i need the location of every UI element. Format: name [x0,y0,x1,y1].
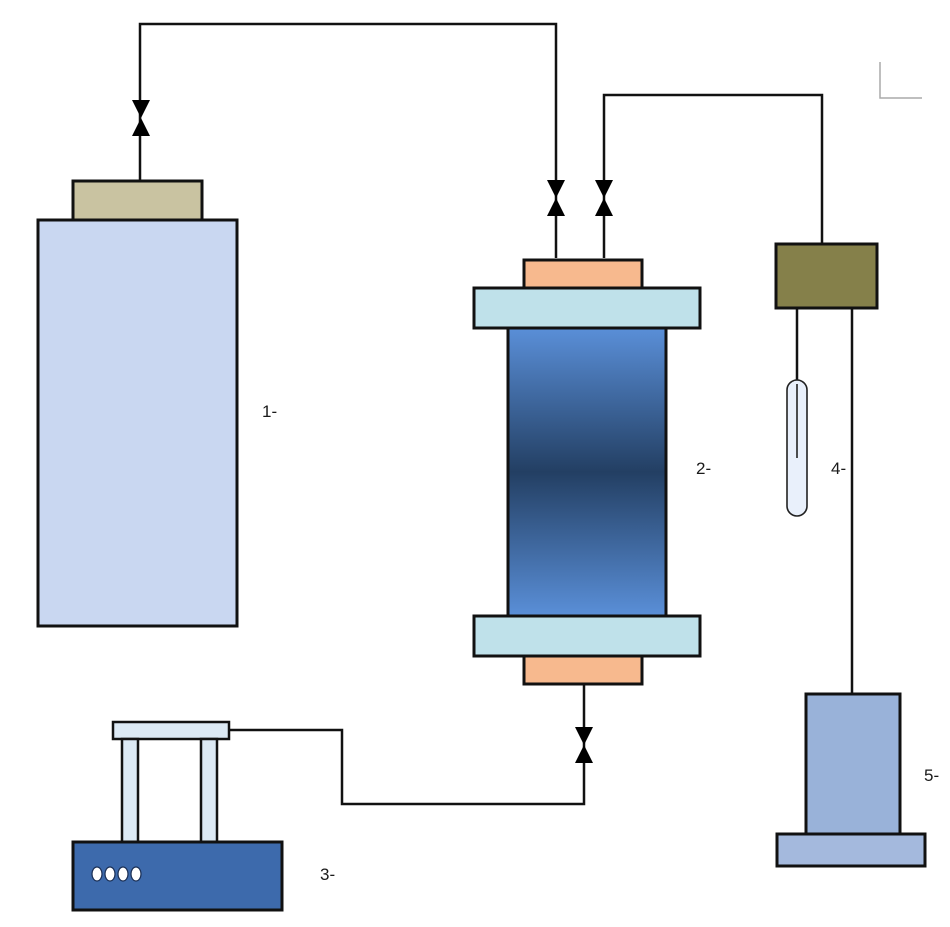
label-vessel: 1- [262,402,277,421]
pipe-column-outlet-to-collector [602,93,824,258]
receiver-body [804,692,902,836]
pump-top-plate [111,720,231,741]
receiver-base [775,832,927,868]
pump-light-3 [117,866,129,882]
corner-crop-mark [879,62,922,99]
pipe-network [138,22,854,806]
column-top-flange [472,286,702,330]
valve-column-bottom[interactable] [575,727,593,763]
vessel-body [36,218,239,628]
column-bottom-flange [472,614,702,658]
label-receiver: 5- [924,766,939,785]
receiver [775,692,927,868]
column [472,258,702,686]
pump [71,720,284,912]
vessel-cap [71,179,204,222]
collector-head [774,242,879,310]
pipe-pump-to-column-bottom [228,684,586,806]
pump-right-rod [199,737,219,844]
valve-column-inlet[interactable] [547,180,565,216]
column-top-endcap [522,258,644,290]
label-pump: 3- [320,865,335,884]
column-bottom-endcap [522,654,644,686]
valve-vessel-outlet[interactable] [132,100,150,136]
label-column: 2- [696,459,711,478]
label-collector: 4- [831,459,846,478]
pump-indicator-lights [91,866,142,882]
pump-light-1 [91,866,103,882]
pump-light-4 [130,866,142,882]
column-body [506,326,668,618]
pump-light-2 [104,866,116,882]
vessel [36,179,239,628]
pump-left-rod [120,737,140,844]
valve-column-outlet[interactable] [595,180,613,216]
pump-base [71,840,284,912]
collector [774,242,879,517]
